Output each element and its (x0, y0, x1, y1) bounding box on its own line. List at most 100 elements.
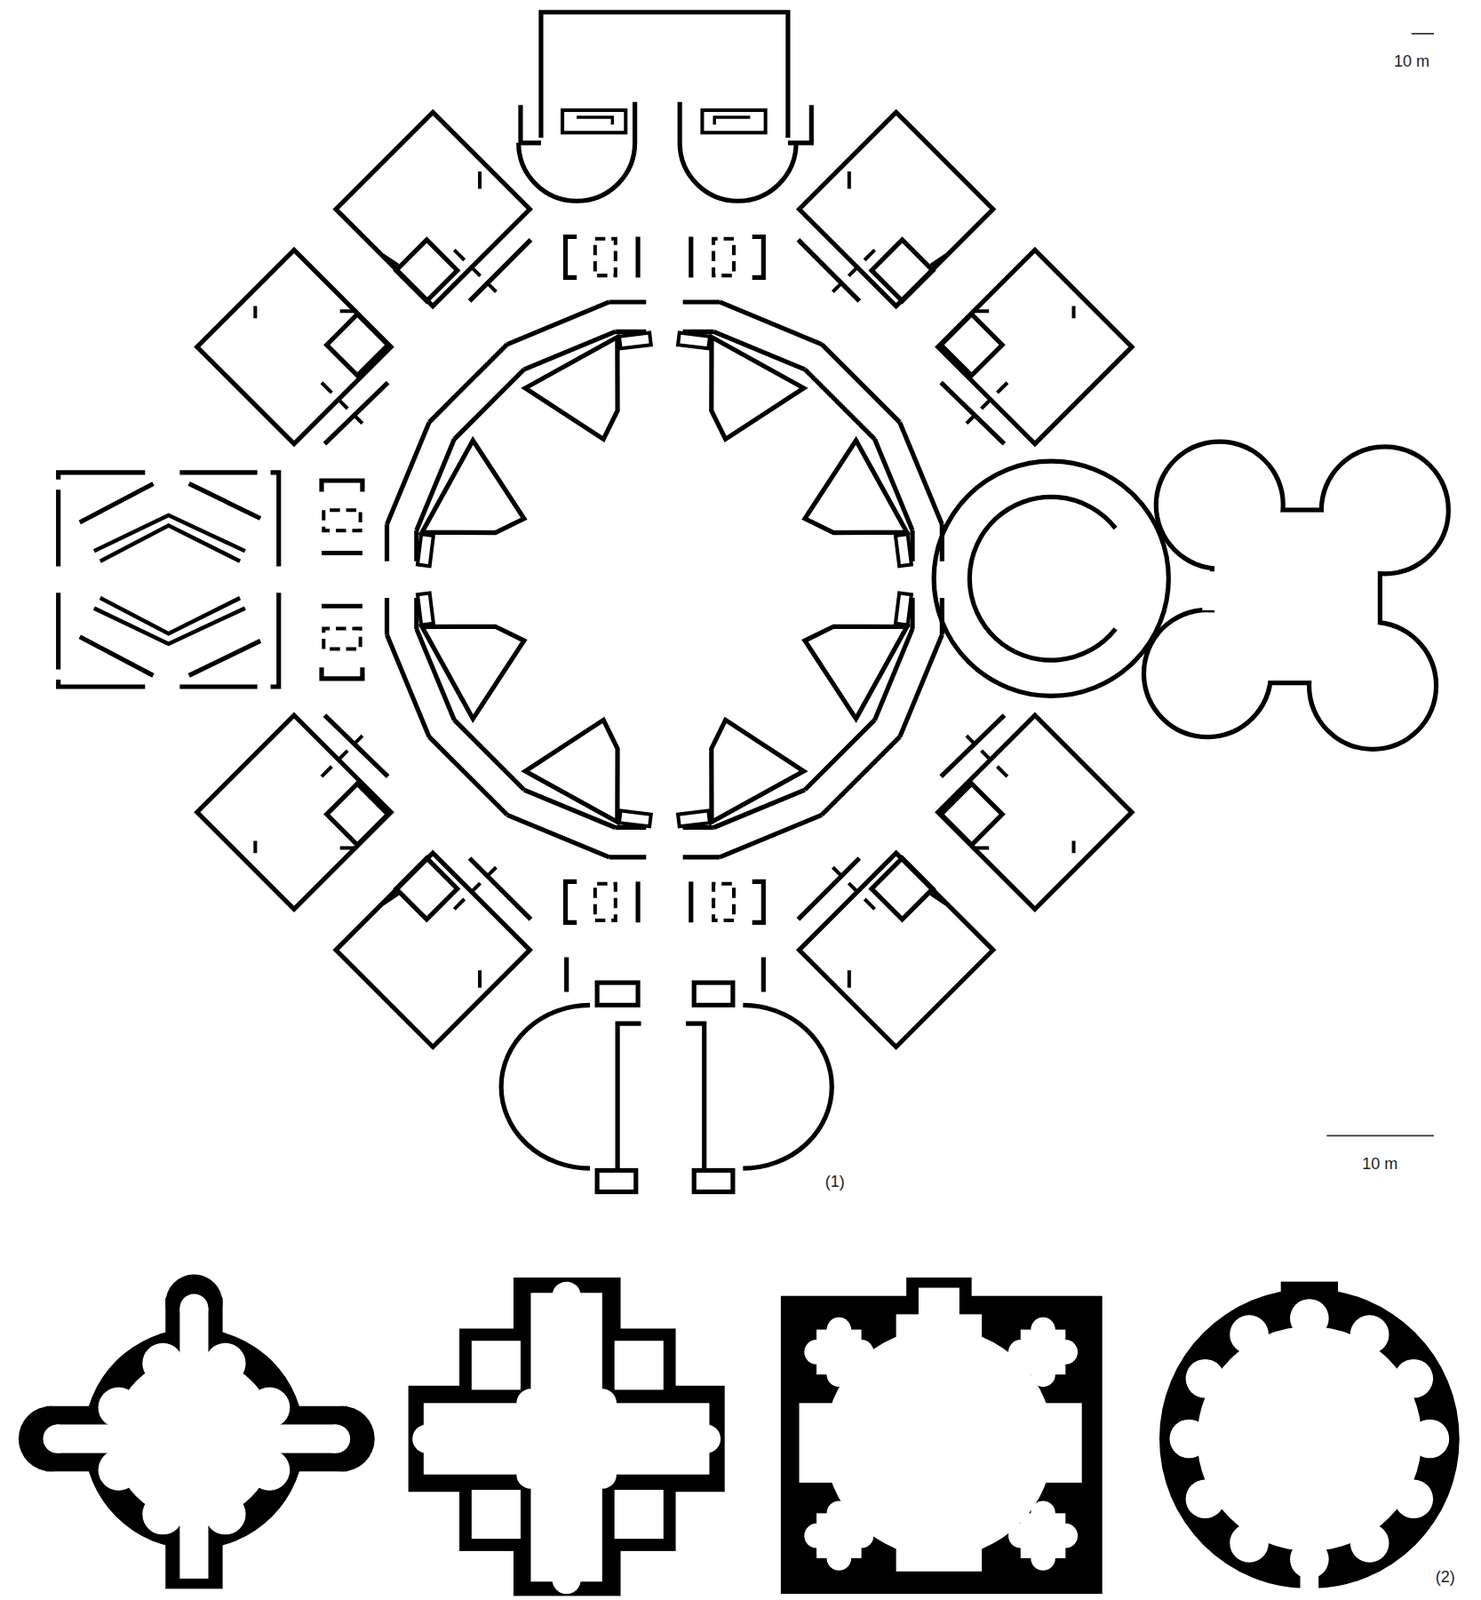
wing-room (197, 715, 391, 909)
post (635, 236, 640, 278)
ring-slab (619, 332, 652, 349)
niche (98, 1386, 140, 1428)
panel-diagonal (94, 515, 246, 562)
niche (1229, 1314, 1269, 1354)
niche (1229, 1523, 1269, 1563)
chapel (471, 1489, 521, 1539)
wing-cell (396, 239, 458, 302)
chapel (614, 1489, 664, 1539)
niche (516, 1388, 545, 1418)
wing-cell (940, 314, 1003, 376)
corner-niche (1030, 1545, 1056, 1571)
ring-slab (417, 533, 434, 566)
ring-slab (619, 810, 652, 827)
corner-niche (827, 1361, 852, 1387)
corner-niche (849, 1523, 875, 1549)
top-hall (541, 12, 789, 138)
wing-detail (849, 840, 1075, 988)
top-stub (520, 104, 812, 143)
niche (412, 1424, 441, 1453)
ring-slab (895, 593, 912, 626)
screen (713, 883, 734, 921)
wall-mass (602, 1477, 677, 1552)
wing-partition (828, 735, 1008, 909)
bottom-pier (693, 1170, 733, 1192)
entrance-symbols (321, 605, 363, 679)
niche (516, 1460, 545, 1489)
ring-slab (895, 533, 912, 566)
entrance (1300, 1530, 1320, 1594)
ring-slab (677, 810, 710, 827)
wing-wall (324, 715, 531, 920)
corner-niche (804, 1523, 829, 1549)
bracket (321, 480, 363, 493)
floor (1196, 1326, 1422, 1552)
wall-mass (459, 1328, 534, 1402)
outer-ring-wall (387, 302, 943, 858)
niche (205, 1493, 247, 1535)
post (635, 881, 640, 923)
pier (422, 440, 525, 534)
ring-slab (417, 593, 434, 626)
wing-wall (324, 239, 531, 445)
chapel (614, 1340, 664, 1390)
entrance-symbols (691, 881, 765, 923)
scale-label: 10 m (1360, 1154, 1400, 1173)
chapel (471, 1340, 521, 1390)
pier (711, 336, 805, 439)
post (688, 236, 693, 278)
post (321, 550, 363, 556)
pier (804, 626, 908, 719)
top-room (701, 110, 765, 133)
panel-diagonal (94, 597, 246, 645)
bottom-wall (617, 1023, 705, 1169)
entrance-symbols (321, 480, 363, 554)
wing-room (335, 111, 530, 306)
bracket (752, 881, 765, 923)
corner-niche (827, 1317, 852, 1343)
bottom-pier (693, 982, 733, 1005)
wing-room (938, 715, 1132, 909)
bottom-apse (501, 1004, 590, 1169)
wing-room (799, 852, 994, 1047)
niche (142, 1343, 184, 1385)
niche (1350, 1314, 1390, 1354)
top-detail (576, 117, 750, 125)
recess (896, 1313, 982, 1365)
entrance-symbols (691, 236, 765, 278)
wing-partition (321, 735, 501, 909)
wing-cell (396, 858, 458, 920)
wing-detail (254, 171, 480, 319)
corner-niche (1030, 1317, 1056, 1343)
corner-niche (827, 1501, 852, 1527)
plan-two (18, 1274, 1460, 1597)
wing (197, 715, 532, 1047)
recess (799, 1402, 851, 1483)
floor (179, 1293, 208, 1322)
wall-mass (459, 1477, 534, 1552)
wing-detail (254, 840, 480, 988)
ring-slab (677, 332, 710, 349)
screen (323, 629, 360, 650)
quatrefoil-floor (1146, 444, 1447, 748)
scale-bar (1326, 1135, 1434, 1138)
niche (1289, 1298, 1330, 1338)
niche (552, 1281, 582, 1311)
rotunda-inner (969, 496, 1115, 661)
quatrefoil-outline (1146, 444, 1447, 748)
niche (98, 1449, 140, 1491)
bracket (321, 667, 363, 679)
recess (896, 1520, 982, 1571)
plan-c (780, 1277, 1103, 1594)
pier (525, 336, 618, 439)
plan-a (18, 1274, 375, 1590)
wing-wall (797, 239, 1004, 445)
bottom-pier (597, 982, 638, 1005)
bottom-pier (597, 1170, 637, 1192)
wing-room (799, 111, 994, 306)
pier (804, 440, 908, 534)
screen (323, 509, 360, 531)
niche (1350, 1523, 1390, 1563)
floor (423, 1402, 710, 1474)
